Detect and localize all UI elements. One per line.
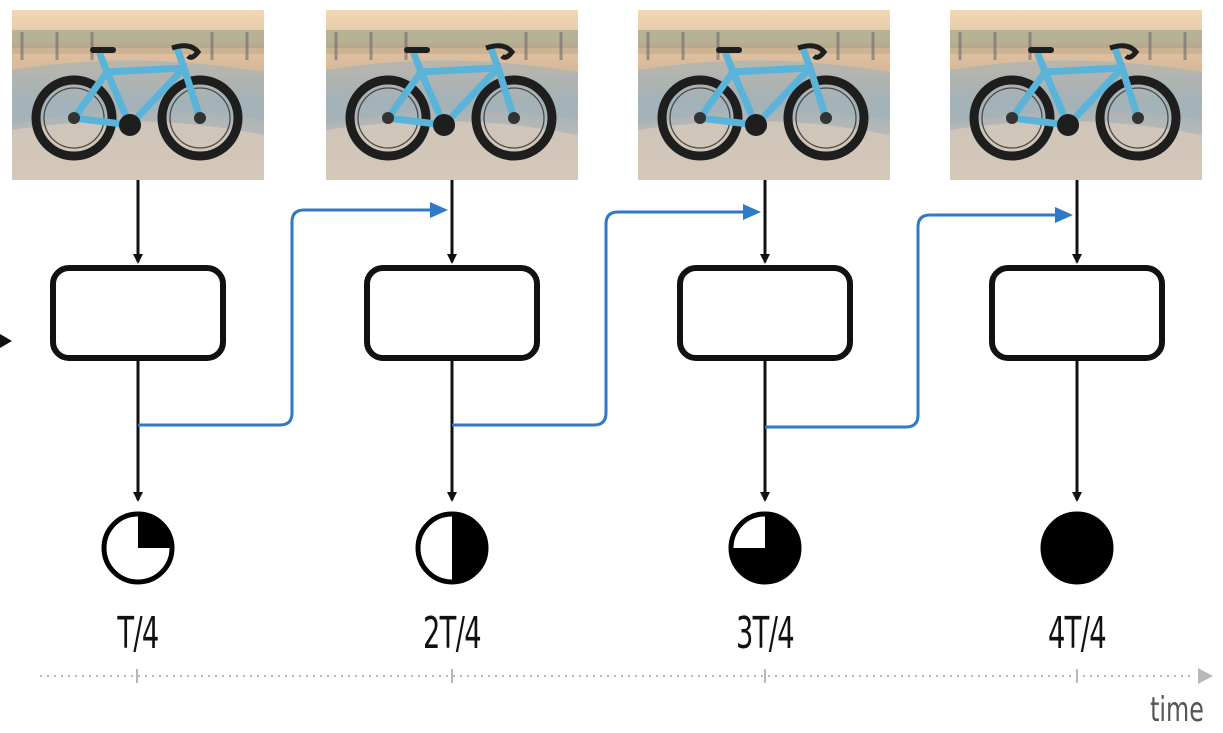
model-cell xyxy=(50,265,226,361)
recurrent-connection xyxy=(452,204,761,427)
recurrent-connection xyxy=(138,202,448,427)
arrow-right-icon xyxy=(0,334,12,348)
progress-fill xyxy=(731,514,799,582)
model-cell xyxy=(989,265,1165,361)
bicycle-photo xyxy=(326,10,578,180)
progress-fill xyxy=(1042,514,1111,582)
pie-progress-icon xyxy=(415,511,489,585)
bicycle-photo xyxy=(12,10,264,180)
time-step-3 xyxy=(638,10,890,585)
progress-fill xyxy=(452,514,486,582)
time-step-1 xyxy=(12,10,264,585)
step-label: 4T/4 xyxy=(1047,608,1107,659)
time-step-4 xyxy=(950,10,1202,585)
bicycle-photo xyxy=(950,10,1202,180)
model-cell xyxy=(677,265,853,361)
pie-progress-icon xyxy=(1040,511,1114,585)
recurrent-connection xyxy=(765,207,1073,429)
time-axis xyxy=(40,668,1213,684)
pie-progress-icon xyxy=(728,511,802,585)
step-label: 2T/4 xyxy=(422,608,482,659)
step-label: T/4 xyxy=(117,608,159,659)
model-cell xyxy=(364,265,540,361)
time-axis-label: time xyxy=(1150,690,1204,730)
bicycle-photo xyxy=(638,10,890,180)
step-label: 3T/4 xyxy=(735,608,795,659)
time-step-2 xyxy=(326,10,578,585)
pie-progress-icon xyxy=(101,511,175,585)
progress-fill xyxy=(138,514,172,548)
